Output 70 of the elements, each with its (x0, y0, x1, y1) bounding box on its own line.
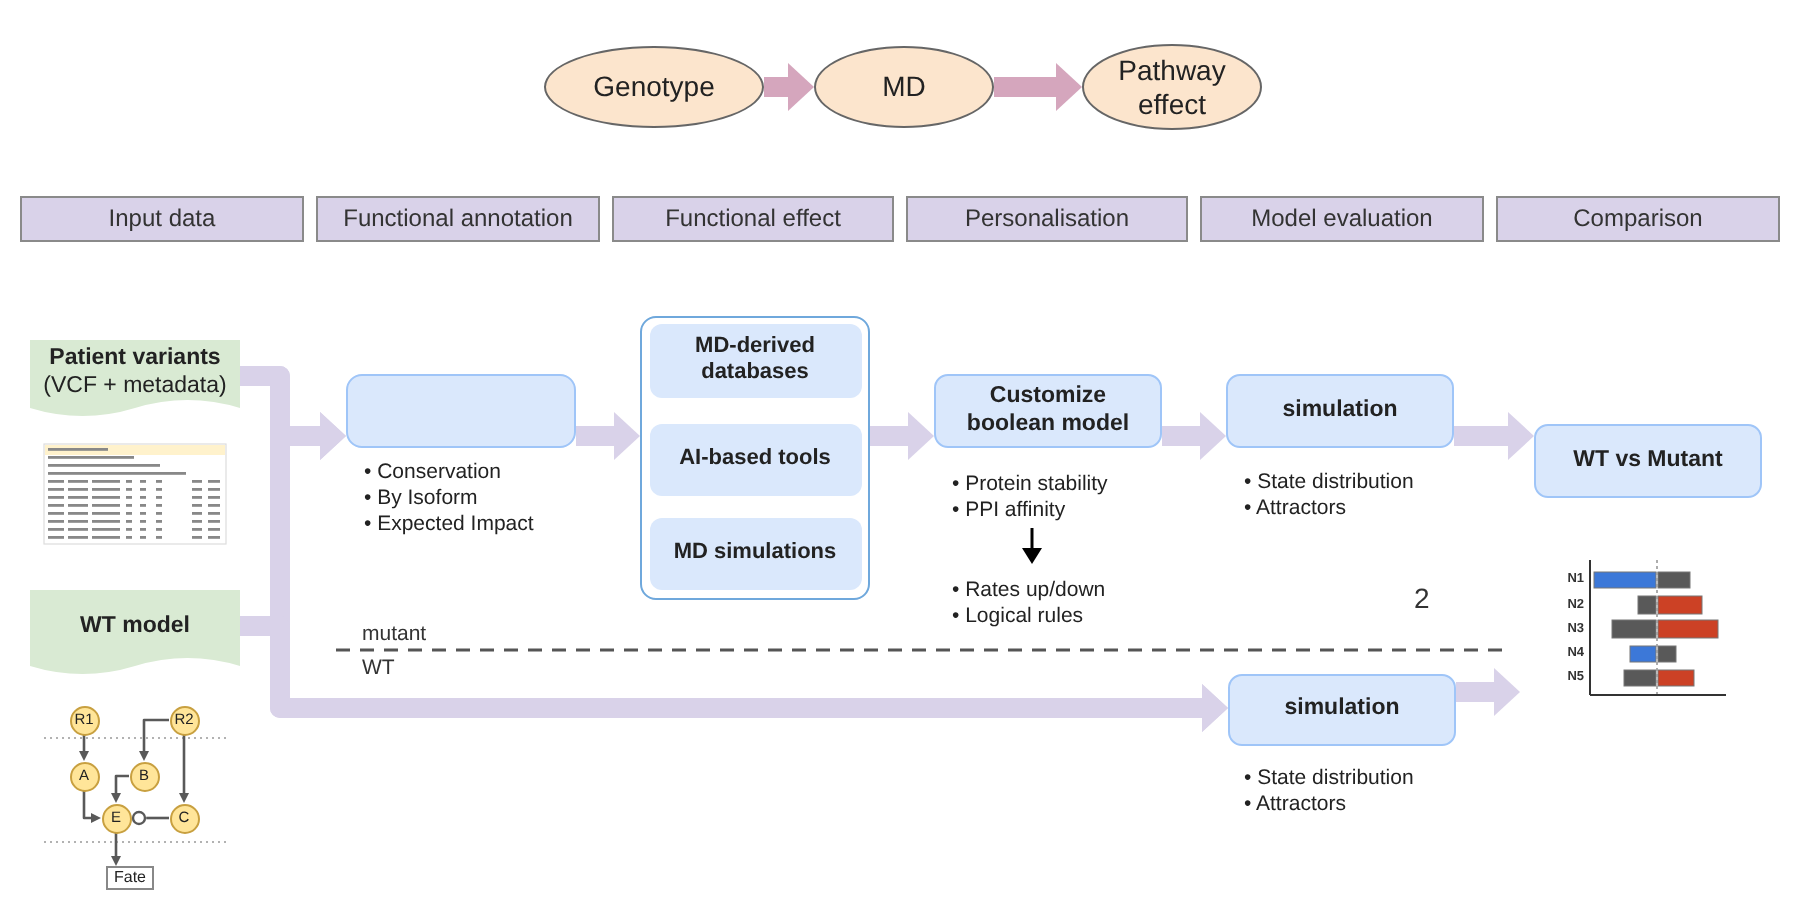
network-node-circle (129, 761, 159, 791)
stage-label: Functional effect (665, 205, 841, 233)
bullet-item: • Attractors (1244, 496, 1346, 522)
node-label: Genotype (593, 70, 715, 104)
number-label: 2 (1414, 582, 1430, 614)
arrow (179, 735, 189, 803)
node-title: Patient variants (49, 346, 221, 373)
stage-header-bar (316, 196, 600, 242)
stage-header-bar (612, 196, 894, 242)
box-title: MD simulations (673, 540, 837, 566)
bullet-item: • State distribution (1244, 470, 1414, 496)
bullet-item: • Rates up/down (952, 578, 1106, 604)
process-box (1228, 674, 1456, 746)
process-box (1226, 374, 1454, 448)
process-box (1534, 424, 1762, 498)
output-box (106, 866, 154, 890)
stage-header-bar (1200, 196, 1484, 242)
block-arrow (1454, 412, 1534, 460)
network-node-circle (101, 803, 131, 833)
bullet-item: • Expected Impact (364, 512, 534, 538)
process-box (934, 374, 1162, 448)
node-label: Pathway effect (1116, 54, 1228, 120)
node-label: MD (882, 70, 926, 104)
stage-header-bar (1496, 196, 1780, 242)
box-title: AI-based tools (679, 446, 831, 472)
arrow (111, 833, 121, 866)
box-title: simulation (1284, 696, 1400, 724)
stage-label: Comparison (1573, 205, 1703, 233)
network-node-circle (69, 761, 99, 791)
region-label: mutant (362, 622, 427, 646)
box-title: MD-derived databases (693, 334, 817, 386)
network-node-circle (169, 803, 199, 833)
stage-label: Personalisation (964, 205, 1130, 233)
bullet-item: • State distribution (1244, 766, 1414, 792)
node-subtitle: (VCF + metadata) (43, 373, 227, 400)
stage-header-bar (20, 196, 304, 242)
block-arrow (994, 63, 1082, 111)
bullet-item: • Conservation (364, 460, 501, 486)
stage-header-bar (906, 196, 1188, 242)
stage-label: Input data (108, 205, 216, 233)
process-box (346, 374, 576, 448)
arrow (111, 774, 129, 803)
block-arrow (764, 63, 814, 111)
box-title: WT vs Mutant (1573, 447, 1723, 475)
block-arrow (1162, 412, 1226, 460)
network-node-circle (69, 705, 99, 735)
stage-label: Functional annotation (343, 205, 573, 233)
bullet-item: • By Isoform (364, 486, 478, 512)
block-arrow (1456, 668, 1520, 716)
box-title: simulation (1282, 397, 1398, 425)
block-arrow (870, 412, 934, 460)
box-title: Customize boolean model (964, 384, 1132, 438)
bullet-item: • Logical rules (952, 604, 1084, 630)
bullet-item: • Attractors (1244, 792, 1346, 818)
network-node-circle (169, 705, 199, 735)
method-box (649, 423, 861, 495)
group-panel (640, 316, 870, 600)
node-title: WT model (80, 613, 190, 641)
bullet-item: • PPI affinity (952, 498, 1066, 524)
arrow (82, 791, 101, 823)
node-label: Fate (113, 868, 146, 888)
bullet-item: • Protein stability (952, 472, 1108, 498)
method-box (649, 323, 861, 397)
block-arrow (576, 412, 640, 460)
inhibition-line (131, 810, 169, 826)
arrow (139, 718, 169, 761)
arrow (79, 735, 89, 761)
region-label: WT (362, 656, 395, 680)
method-box (649, 517, 861, 589)
stage-label: Model evaluation (1251, 205, 1433, 233)
